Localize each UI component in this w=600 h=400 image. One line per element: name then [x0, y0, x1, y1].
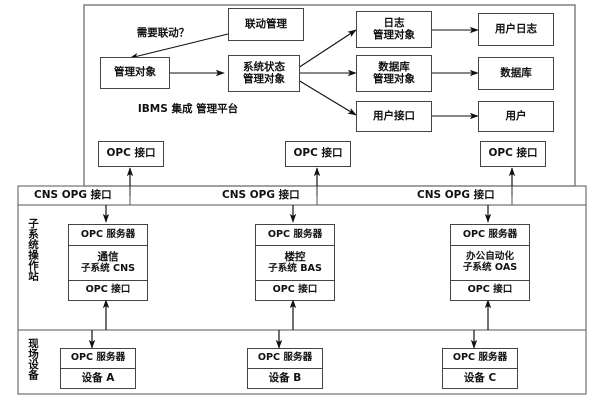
node-log-management-object-line2: 管理对象	[373, 28, 415, 41]
condition-label-need-linkage: 需要联动？	[136, 27, 190, 39]
subsystem-3-server-label: OPC 服务器	[462, 228, 518, 240]
device-1-server[interactable]: OPC 服务器	[60, 348, 136, 369]
node-managed-object-label: 管理对象	[114, 66, 156, 79]
subsystem-1-opc-interface[interactable]: OPC 接口	[68, 280, 148, 301]
subsystem-1-opc-interface-label: OPC 接口	[85, 284, 131, 296]
subsystem-1-name-line1: 通信	[97, 250, 119, 263]
node-user-log[interactable]: 用户日志	[478, 13, 554, 46]
subsystem-3-opc-interface[interactable]: OPC 接口	[450, 280, 530, 301]
subsystem-2-opc-interface-label: OPC 接口	[272, 284, 318, 296]
subsystem-2-server[interactable]: OPC 服务器	[255, 224, 335, 246]
node-database-management-object-line1: 数据库	[378, 60, 410, 73]
device-2-server[interactable]: OPC 服务器	[247, 348, 323, 369]
node-linkage-management[interactable]: 联动管理	[228, 8, 304, 41]
device-3-server[interactable]: OPC 服务器	[442, 348, 518, 369]
subsystem-2-name-line2: 子系统 BAS	[268, 262, 322, 274]
node-user-log-label: 用户日志	[495, 22, 537, 35]
layer-label-field-devices: 现场设备	[27, 338, 39, 380]
platform-opc-interface-2-label: OPC 接口	[293, 147, 343, 160]
device-3-name[interactable]: 设备 C	[442, 368, 518, 389]
device-1-server-label: OPC 服务器	[70, 352, 126, 364]
platform-opc-interface-3-label: OPC 接口	[488, 147, 538, 160]
device-2-name[interactable]: 设备 B	[247, 368, 323, 389]
device-1-name-label: 设备 A	[81, 371, 115, 384]
node-database-management-object[interactable]: 数据库 管理对象	[356, 55, 432, 92]
device-3-server-label: OPC 服务器	[452, 352, 508, 364]
platform-caption-line2: 管理平台	[196, 103, 239, 115]
platform-caption-line1: IBMS 集成	[137, 103, 193, 115]
node-linkage-management-label: 联动管理	[245, 17, 287, 30]
platform-opc-interface-1-label: OPC 接口	[106, 147, 156, 160]
node-database-label: 数据库	[500, 66, 532, 79]
node-user[interactable]: 用户	[478, 101, 554, 132]
subsystem-3-name-line1: 办公自动化	[466, 251, 514, 263]
subsystem-2-name-line1: 楼控	[284, 250, 306, 263]
subsystem-1-name-line2: 子系统 CNS	[80, 262, 136, 274]
subsystem-2-opc-interface[interactable]: OPC 接口	[255, 280, 335, 301]
subsystem-3-server[interactable]: OPC 服务器	[450, 224, 530, 246]
platform-opc-interface-2[interactable]: OPC 接口	[285, 141, 351, 167]
node-log-management-object[interactable]: 日志 管理对象	[356, 11, 432, 48]
node-log-management-object-line1: 日志	[383, 16, 405, 29]
subsystem-3-name[interactable]: 办公自动化 子系统 OAS	[450, 245, 530, 281]
layer-label-operator-station: 子系统操作站	[27, 218, 39, 281]
subsystem-1-server-label: OPC 服务器	[80, 228, 136, 240]
platform-caption: IBMS 集成 管理平台	[128, 103, 248, 115]
subsystem-2-name[interactable]: 楼控 子系统 BAS	[255, 245, 335, 281]
node-managed-object[interactable]: 管理对象	[100, 57, 170, 89]
bus-label-3: CNS OPG 接口	[417, 189, 495, 201]
node-system-state-object-line1: 系统状态	[243, 60, 285, 73]
device-2-name-label: 设备 B	[268, 371, 302, 384]
node-user-interface[interactable]: 用户接口	[356, 101, 432, 132]
device-3-name-label: 设备 C	[463, 371, 497, 384]
device-1-name[interactable]: 设备 A	[60, 368, 136, 389]
platform-opc-interface-3[interactable]: OPC 接口	[480, 141, 546, 167]
platform-opc-interface-1[interactable]: OPC 接口	[98, 141, 164, 167]
node-user-label: 用户	[505, 109, 527, 122]
node-system-state-object-line2: 管理对象	[243, 72, 285, 85]
bus-label-2: CNS OPG 接口	[222, 189, 300, 201]
subsystem-3-name-line2: 子系统 OAS	[462, 262, 518, 273]
subsystem-2-server-label: OPC 服务器	[267, 228, 323, 240]
subsystem-1-server[interactable]: OPC 服务器	[68, 224, 148, 246]
bus-label-1: CNS OPG 接口	[34, 189, 112, 201]
node-user-interface-label: 用户接口	[373, 109, 415, 122]
device-2-server-label: OPC 服务器	[257, 352, 313, 364]
subsystem-3-opc-interface-label: OPC 接口	[467, 284, 513, 296]
node-database-management-object-line2: 管理对象	[373, 72, 415, 85]
node-system-state-object[interactable]: 系统状态 管理对象	[228, 55, 300, 92]
subsystem-1-name[interactable]: 通信 子系统 CNS	[68, 245, 148, 281]
node-database[interactable]: 数据库	[478, 57, 554, 90]
